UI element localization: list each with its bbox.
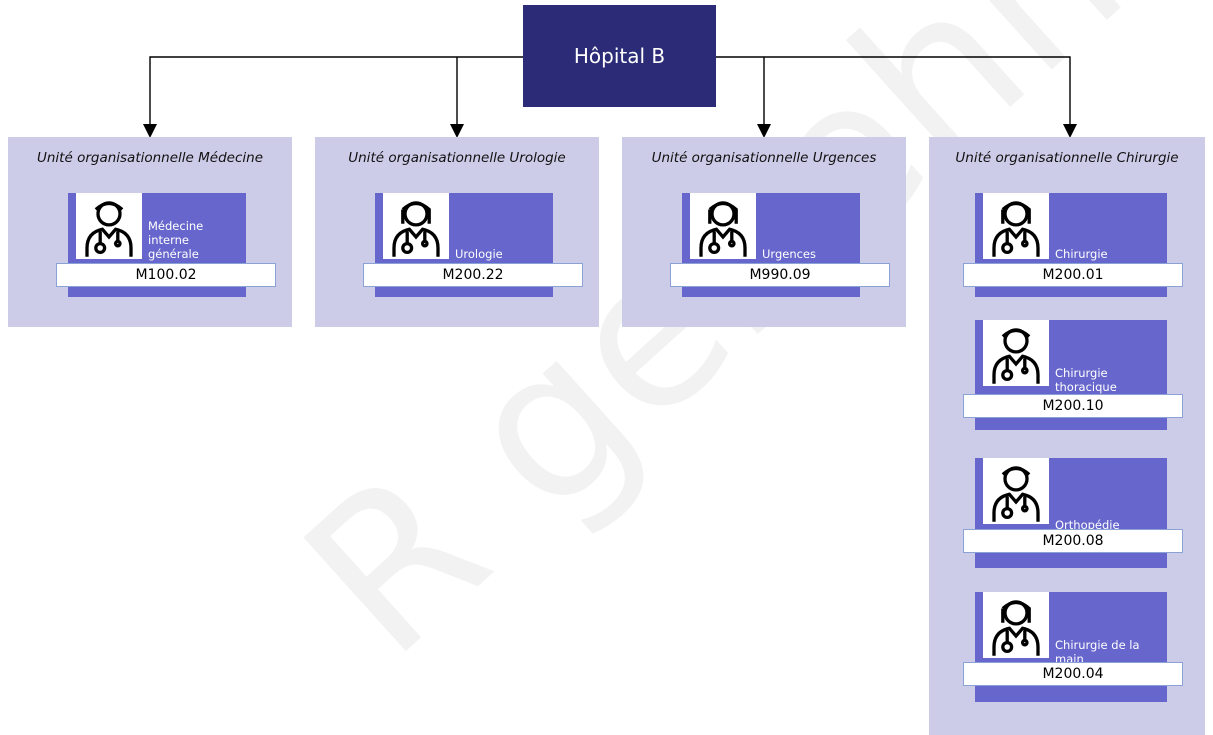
card-code: M200.22	[363, 263, 583, 287]
unit-title: Unité organisationnelle Urologie	[348, 150, 566, 166]
connector-left-branch	[143, 56, 523, 138]
card-chirurgie: Chirurgie M200.01	[963, 193, 1183, 297]
card-code: M990.09	[670, 263, 890, 287]
unit-urgences: Unité organisationnelle Urgences Urgence…	[622, 137, 906, 327]
unit-title: Unité organisationnelle Urgences	[651, 150, 877, 166]
card-chirurgie-thoracique: Chirurgie thoracique M200.10	[963, 320, 1183, 430]
card-orthopedie: Orthopédie M200.08	[963, 458, 1183, 568]
doctor-icon	[383, 193, 449, 259]
card-role: Orthopédie	[1055, 518, 1120, 532]
card-chirurgie-main: Chirurgie de la main M200.04	[963, 592, 1183, 702]
card-code: M200.01	[963, 263, 1183, 287]
unit-chirurgie: Unité organisationnelle Chirurgie Chirur…	[929, 137, 1205, 735]
unit-urologie: Unité organisationnelle Urologie Urologi…	[315, 137, 599, 327]
doctor-icon	[983, 320, 1049, 386]
doctor-icon	[690, 193, 756, 259]
card-code: M200.08	[963, 529, 1183, 553]
root-label: Hôpital B	[573, 44, 666, 68]
doctor-icon	[983, 458, 1049, 524]
card-urgences: Urgences M990.09	[670, 193, 890, 297]
root-node: Hôpital B	[523, 5, 716, 107]
card-role: Chirurgie	[1055, 247, 1108, 261]
card-urologie: Urologie M200.22	[363, 193, 583, 297]
unit-title: Unité organisationnelle Chirurgie	[955, 150, 1179, 166]
card-code: M200.10	[963, 394, 1183, 418]
card-medecine-interne: Médecine interne générale M100.02	[56, 193, 276, 297]
card-role: Urologie	[455, 247, 503, 261]
card-code: M100.02	[56, 263, 276, 287]
doctor-icon	[983, 193, 1049, 259]
unit-medecine: Unité organisationnelle Médecine Médecin…	[8, 137, 292, 327]
doctor-icon	[76, 193, 142, 259]
card-code: M200.04	[963, 662, 1183, 686]
card-role: Urgences	[762, 247, 816, 261]
connector-right-branch	[716, 56, 1077, 138]
doctor-icon	[983, 592, 1049, 658]
unit-title: Unité organisationnelle Médecine	[36, 150, 264, 166]
card-role: Chirurgie thoracique	[1055, 366, 1117, 394]
card-role: Médecine interne générale	[148, 219, 204, 261]
